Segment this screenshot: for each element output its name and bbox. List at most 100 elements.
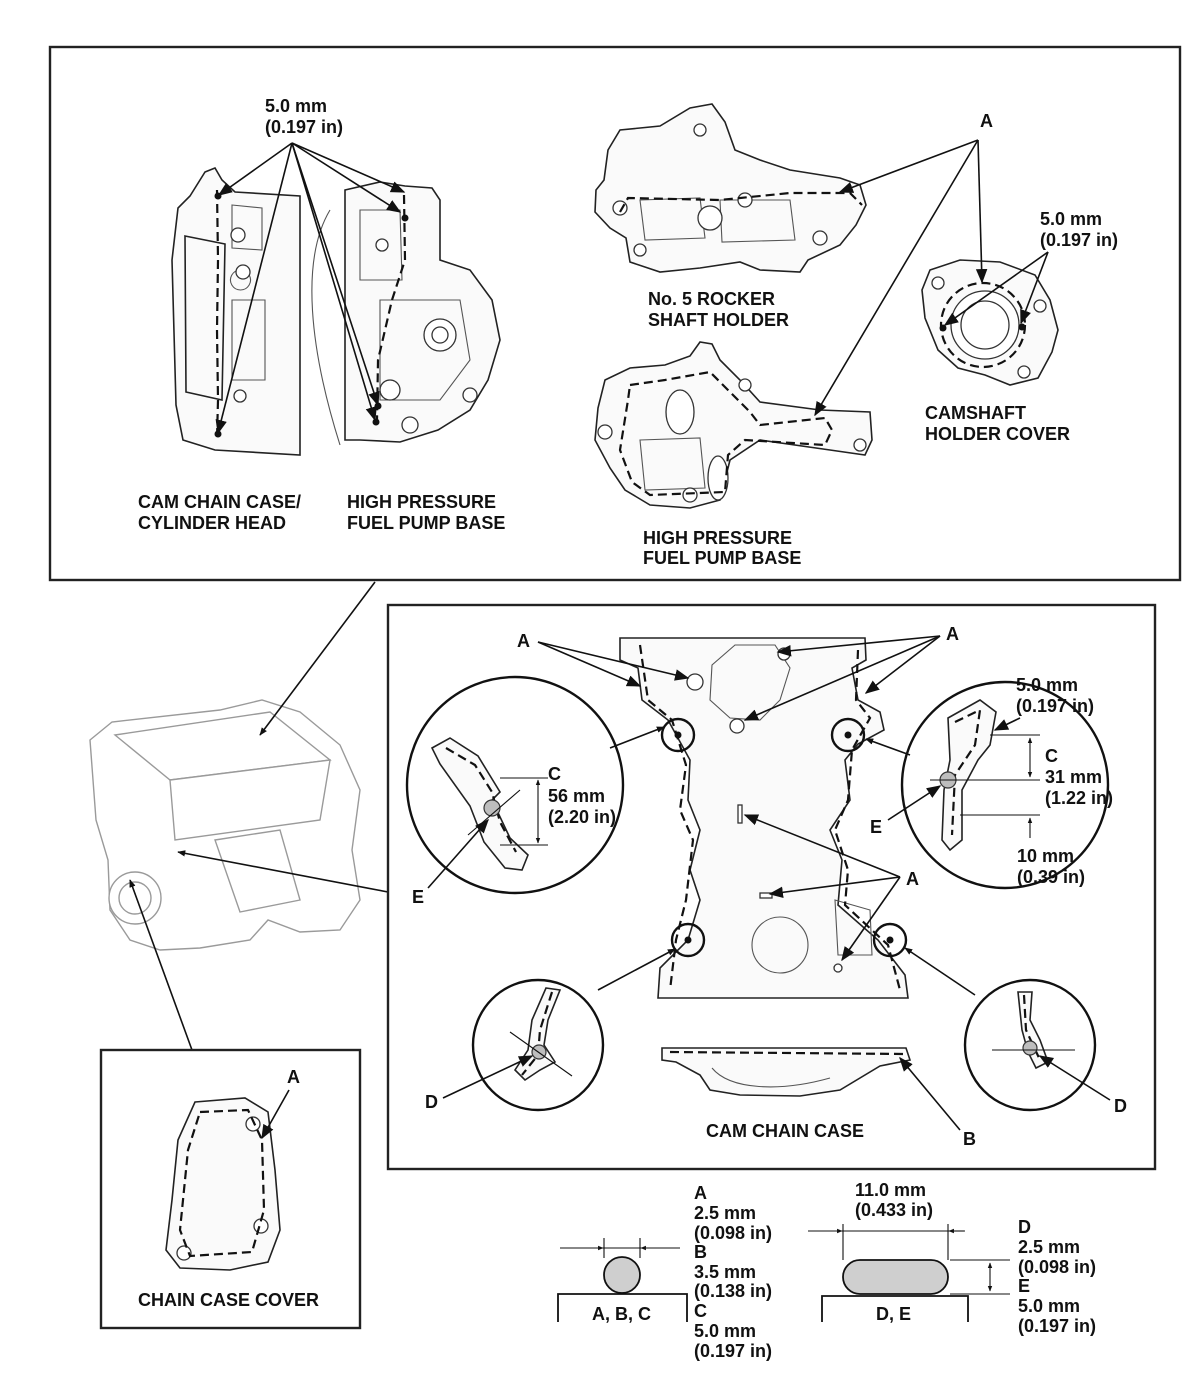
legend-a-in: (0.098 in) xyxy=(694,1223,772,1243)
bead-dot xyxy=(939,324,947,332)
callout-a-mid-center: A xyxy=(906,869,919,889)
zoom-right-spec-inch: (0.197 in) xyxy=(1016,696,1094,716)
callout-a-top-leader xyxy=(838,139,979,193)
engine-overview-drawing xyxy=(89,699,361,951)
label-cam-chain-case-cylinder-head-1: CAM CHAIN CASE/ xyxy=(138,492,301,512)
label-camshaft-holder-cover-2: HOLDER COVER xyxy=(925,424,1070,444)
callout-a-mid-center-leader xyxy=(841,876,901,962)
spec-right-mm: 5.0 mm xyxy=(1040,209,1102,229)
spec-left-mm: 5.0 mm xyxy=(265,96,327,116)
legend-c-mm: 5.0 mm xyxy=(694,1321,756,1341)
label-hp-fuel-pump-base-left-1: HIGH PRESSURE xyxy=(347,492,496,512)
legend-d-in: (0.098 in) xyxy=(1018,1257,1096,1277)
chain-case-cover-callout-leader xyxy=(261,1089,290,1140)
legend-round-caption: A, B, C xyxy=(592,1304,651,1324)
spec-left-leaders xyxy=(215,142,406,435)
legend-c: C xyxy=(694,1301,707,1321)
zoom-right-mm: 31 mm xyxy=(1045,767,1102,787)
zoom-detail-lower-left xyxy=(471,978,605,1112)
rocker-shaft-holder-drawing xyxy=(594,103,867,273)
legend-e-mm: 5.0 mm xyxy=(1018,1296,1080,1316)
bead-dot xyxy=(374,402,382,410)
zoom-right-inch2: (0.39 in) xyxy=(1017,867,1085,887)
legend-flat-width-mm: 11.0 mm xyxy=(855,1180,926,1200)
zoom-left-e-leader xyxy=(427,818,489,889)
bead-dot xyxy=(674,731,682,739)
bead-dot xyxy=(214,430,222,438)
callout-a-mid-right: A xyxy=(946,624,959,644)
hp-fuel-pump-base-left-drawing xyxy=(311,181,501,446)
legend-d: D xyxy=(1018,1217,1031,1237)
zoom-right-mm2: 10 mm xyxy=(1017,846,1074,866)
engine-to-cover-arrow xyxy=(129,879,193,1051)
chain-case-cover-drawing xyxy=(165,1097,281,1271)
zoom-right-c: C xyxy=(1045,746,1058,766)
zoom-detail-upper-left xyxy=(405,675,625,895)
zoom-detail-upper-right xyxy=(900,680,1110,890)
legend-a-mm: 2.5 mm xyxy=(694,1203,756,1223)
zoom-marker-lower-left xyxy=(670,922,706,958)
zoom-right-spec-leader xyxy=(993,717,1021,731)
callout-a-mid-left-leader xyxy=(537,641,642,687)
legend-c-in: (0.197 in) xyxy=(694,1341,772,1361)
callout-a-mid-center-leader xyxy=(768,876,901,899)
zoom-lower-right-arrow xyxy=(904,947,976,996)
bead-dot xyxy=(684,936,692,944)
label-camshaft-holder-cover-1: CAMSHAFT xyxy=(925,403,1026,423)
legend-e: E xyxy=(1018,1276,1030,1296)
label-hp-fuel-pump-base-left-2: FUEL PUMP BASE xyxy=(347,513,505,533)
spec-right-leader xyxy=(1020,251,1049,325)
legend-d-mm: 2.5 mm xyxy=(1018,1237,1080,1257)
callout-a-mid-left: A xyxy=(517,631,530,651)
zoom-marker-lower-right xyxy=(872,922,908,958)
chain-case-cover-label: CHAIN CASE COVER xyxy=(138,1290,319,1310)
zoom-right-e-leader xyxy=(887,785,942,821)
label-hp-fuel-pump-base-mid-2: FUEL PUMP BASE xyxy=(643,548,801,568)
legend-b-mm: 3.5 mm xyxy=(694,1262,756,1282)
zoom-right-arrow xyxy=(865,738,911,756)
callout-a-top-leader xyxy=(814,139,979,417)
callout-a-mid-center-leader xyxy=(743,814,901,878)
legend-flat-caption: D, E xyxy=(876,1304,911,1324)
bead-dot xyxy=(1018,323,1026,331)
bead-dot xyxy=(844,731,852,739)
label-rocker-shaft-holder-2: SHAFT HOLDER xyxy=(648,310,789,330)
callout-a-top-leader xyxy=(975,139,988,284)
chain-case-cover-callout-a: A xyxy=(287,1067,300,1087)
zoom-marker-upper-left xyxy=(660,717,696,753)
callout-a-mid-left-leader xyxy=(537,641,690,681)
zoom-left-e: E xyxy=(412,887,424,907)
callout-a-mid-right-leader xyxy=(776,635,941,657)
spec-right-leader xyxy=(943,251,1049,326)
label-rocker-shaft-holder-1: No. 5 ROCKER xyxy=(648,289,775,309)
callout-a-top: A xyxy=(980,111,993,131)
label-cam-chain-case-cylinder-head-2: CYLINDER HEAD xyxy=(138,513,286,533)
zoom-lower-left-d: D xyxy=(425,1092,438,1112)
cam-chain-case-head-drawing xyxy=(171,167,301,456)
bead-dot xyxy=(214,192,222,200)
bead-dot xyxy=(401,214,409,222)
callout-b: B xyxy=(963,1129,976,1149)
callout-a-mid-right-leader xyxy=(864,635,941,694)
legend-b: B xyxy=(694,1242,707,1262)
legend-a: A xyxy=(694,1183,707,1203)
bead-dot xyxy=(372,418,380,426)
zoom-lower-left-d-leader xyxy=(442,1055,534,1099)
zoom-lower-right-d-leader xyxy=(1038,1055,1111,1101)
zoom-marker-upper-right xyxy=(830,717,866,753)
engine-to-middle-arrow xyxy=(177,850,389,893)
bead-dot xyxy=(886,936,894,944)
legend-flat-bead xyxy=(808,1224,1010,1322)
legend-flat-width-in: (0.433 in) xyxy=(855,1200,933,1220)
engine-to-top-arrow xyxy=(259,581,376,736)
legend-round-bead xyxy=(557,1238,688,1322)
zoom-left-inch: (2.20 in) xyxy=(548,807,616,827)
spec-left-inch: (0.197 in) xyxy=(265,117,343,137)
legend-b-in: (0.138 in) xyxy=(694,1281,772,1301)
legend-e-in: (0.197 in) xyxy=(1018,1316,1096,1336)
spec-right-inch: (0.197 in) xyxy=(1040,230,1118,250)
zoom-left-c: C xyxy=(548,764,561,784)
zoom-left-arrow xyxy=(609,726,665,749)
label-cam-chain-case: CAM CHAIN CASE xyxy=(706,1121,864,1141)
